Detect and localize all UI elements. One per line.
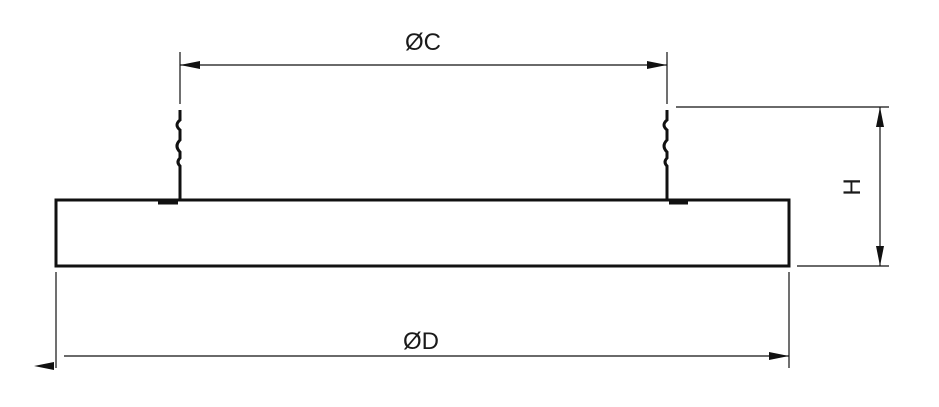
dim-c-arrow-right [647,61,667,69]
dim-h-label: H [839,178,866,195]
dim-d-arrow-right [769,352,789,360]
collar-right-wall [662,110,669,200]
dim-h-arrow-bottom [876,246,884,266]
collar-left-wall [175,110,182,200]
dim-d-arrow-left [34,362,54,370]
dim-h-arrow-top [876,107,884,127]
dim-c-label: ØC [405,29,441,56]
base-plate [54,198,791,268]
dim-d-label: ØD [403,328,439,355]
dim-c-arrow-left [180,61,200,69]
